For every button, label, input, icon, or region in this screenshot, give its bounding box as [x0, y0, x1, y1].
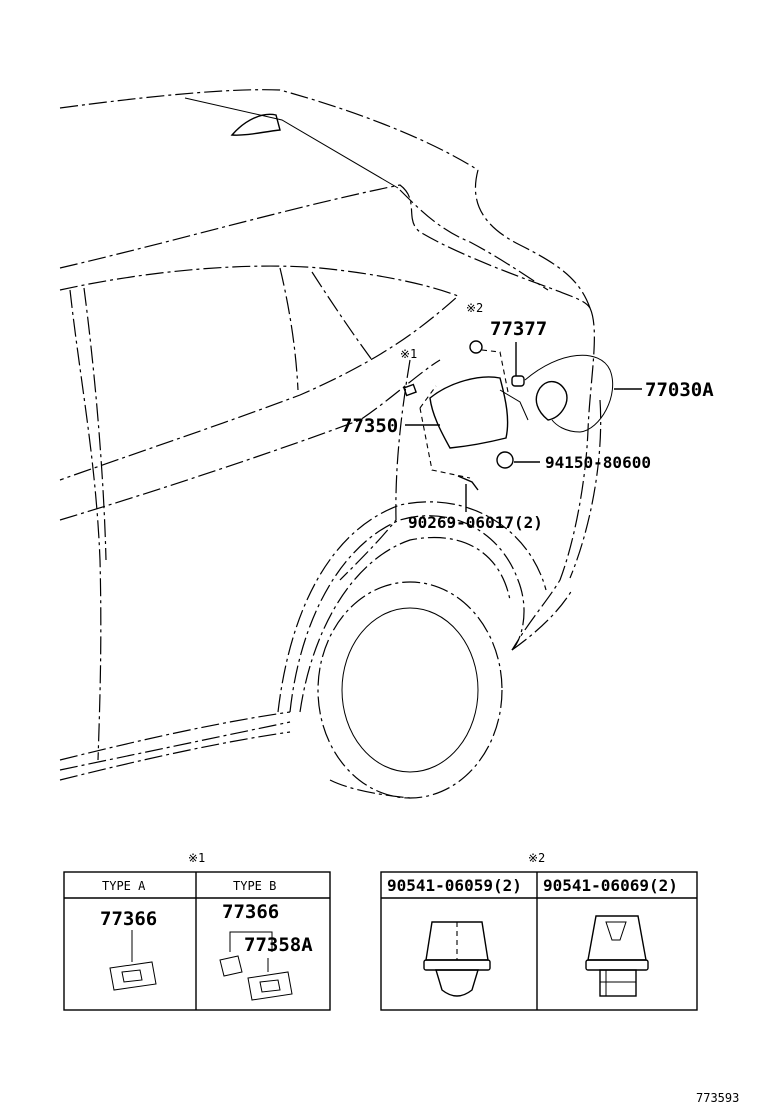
table1-col-type-b: TYPE B — [233, 879, 276, 893]
table2-header: ※2 — [528, 851, 545, 865]
table1-header: ※1 — [188, 851, 205, 865]
lid-opener-lock — [535, 381, 568, 421]
grommet-06059-drawing — [423, 921, 491, 997]
table1-type-b-part1: 77366 — [222, 901, 279, 923]
grommet-06069-drawing — [585, 915, 649, 997]
pin-77377 — [511, 375, 525, 387]
part-77350-label: 77350 — [341, 415, 398, 437]
grommet-77377-small — [469, 340, 483, 354]
table1-type-a-part: 77366 — [100, 908, 157, 930]
table1-type-b-part2: 77358A — [244, 934, 313, 956]
table2-col-1: 90541-06059(2) — [387, 876, 522, 895]
part-77377-label: 77377 — [490, 318, 547, 340]
antenna-fin — [230, 113, 281, 136]
table2-col-2: 90541-06069(2) — [543, 876, 678, 895]
grommet-variant-table: ※2 90541-06059(2) 90541-06069(2) — [380, 851, 698, 1011]
bumper-94150 — [496, 451, 514, 469]
vehicle-body-outline — [59, 89, 602, 799]
fuel-lid-door — [429, 376, 509, 449]
screw-90269 — [457, 475, 479, 491]
clip-1 — [403, 383, 417, 397]
clip-variant-table: ※1 TYPE A TYPE B 77366 77366 77358A — [63, 851, 331, 1011]
part-94150-label: 94150-80600 — [545, 453, 651, 472]
note-2-label: ※2 — [466, 301, 483, 315]
part-77030A-label: 77030A — [645, 379, 714, 401]
figure-id: 773593 — [696, 1091, 739, 1105]
part-90269-label: 90269-06017(2) — [408, 513, 543, 532]
table1-col-type-a: TYPE A — [102, 879, 146, 893]
clip-type-b-drawing — [247, 971, 293, 1001]
clip-type-b-small-drawing — [219, 955, 243, 977]
leader-lines — [405, 342, 642, 512]
fuel-lid-assembly — [403, 340, 614, 491]
note-1-label: ※1 — [400, 347, 417, 361]
opener-cable — [524, 354, 614, 433]
clip-type-a-drawing — [109, 961, 157, 991]
